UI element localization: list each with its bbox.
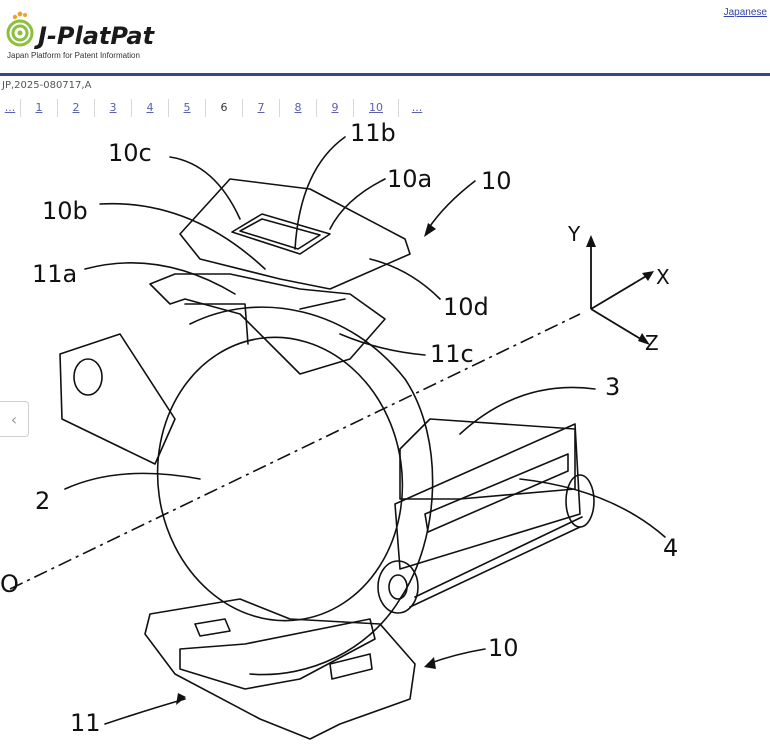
label-11c: 11c xyxy=(430,340,474,368)
pager-page-link[interactable]: 5 xyxy=(169,99,206,117)
jplatpat-logo[interactable]: J-PlatPat xyxy=(5,8,175,64)
coordinate-axes xyxy=(590,241,649,342)
label-10-top: 10 xyxy=(481,167,512,195)
pin-left-inner xyxy=(388,574,408,600)
pin-left xyxy=(377,560,419,614)
top-clip-window-inner xyxy=(239,218,321,250)
center-axis-line xyxy=(9,313,581,590)
pager-page-link[interactable]: 4 xyxy=(132,99,169,117)
label-3: 3 xyxy=(605,373,620,401)
label-10a: 10a xyxy=(387,165,432,193)
pager-ellipsis-link[interactable]: ... xyxy=(0,99,21,117)
pager-page-link[interactable]: 2 xyxy=(58,99,95,117)
label-11: 11 xyxy=(70,709,101,737)
ring-outer-body xyxy=(189,306,434,676)
logo-wordmark: J-PlatPat xyxy=(34,22,156,50)
label-11b: 11b xyxy=(350,119,396,147)
label-O: O xyxy=(0,570,19,598)
bottom-clip xyxy=(144,598,416,740)
logo-subtitle: Japan Platform for Patent Information xyxy=(7,51,140,60)
axis-label-z: Z xyxy=(645,331,659,355)
label-2: 2 xyxy=(35,487,50,515)
top-clip-window xyxy=(231,213,331,255)
slot-part xyxy=(394,423,581,570)
slot-inner xyxy=(424,453,569,533)
axis-label-x: X xyxy=(656,265,670,289)
pager-page-link[interactable]: 9 xyxy=(317,99,354,117)
document-number: JP,2025-080717,A xyxy=(2,80,92,91)
site-header: J-PlatPat Japan Platform for Patent Info… xyxy=(0,0,770,76)
left-flange xyxy=(59,333,176,465)
patent-drawing: 10c 11b 10a 10 10b 11a 10d 11c 3 2 4 O 1… xyxy=(0,119,678,740)
bottom-clip-plate xyxy=(179,618,376,690)
pager-page-link[interactable]: 8 xyxy=(280,99,317,117)
previous-drawing-button[interactable]: ‹ xyxy=(0,401,29,437)
top-clip-upper xyxy=(179,178,411,290)
pager-ellipsis-link[interactable]: ... xyxy=(411,101,423,114)
label-10d: 10d xyxy=(443,293,489,321)
label-10b: 10b xyxy=(42,197,88,225)
label-4: 4 xyxy=(663,534,678,562)
pager-page-link[interactable]: 10 xyxy=(354,99,399,117)
chevron-left-icon: ‹ xyxy=(10,409,18,429)
label-11a: 11a xyxy=(32,260,77,288)
header-divider xyxy=(0,73,770,76)
pager-page-link[interactable]: 7 xyxy=(243,99,280,117)
pager-page-link[interactable]: 3 xyxy=(95,99,132,117)
top-clip-lower xyxy=(149,273,386,375)
pager-current-page: 6 xyxy=(206,99,243,117)
left-flange-hole xyxy=(73,358,103,396)
label-10-bottom: 10 xyxy=(488,634,519,662)
pager-page-link[interactable]: 1 xyxy=(21,99,58,117)
language-link-japanese[interactable]: Japanese xyxy=(723,7,767,18)
axis-label-y: Y xyxy=(567,222,581,246)
label-10c: 10c xyxy=(108,139,152,167)
